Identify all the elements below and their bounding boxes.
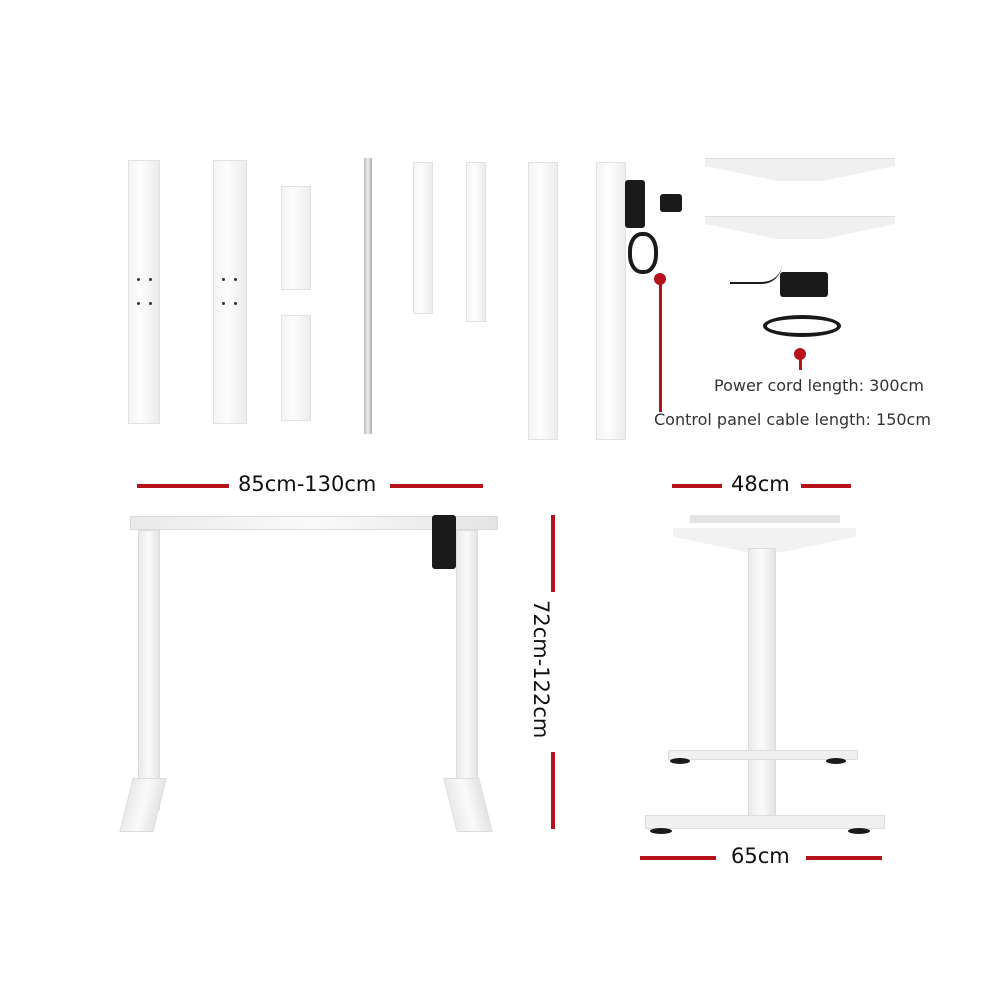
foot-base-2 [213,160,247,424]
depth-base-dim-line-left [640,856,716,860]
left-foot [119,778,167,832]
column [748,548,776,820]
top-bracket-2 [705,216,895,239]
motor-leg-column [596,162,626,440]
control-box-icon [780,272,828,297]
width-dim-line-left [137,484,229,488]
foot-pad-icon [848,828,870,834]
power-cord-callout-line [799,356,802,370]
top-rail [130,516,498,530]
hole [149,302,152,305]
hole [234,278,237,281]
motor-icon [432,515,456,569]
hex-rod [364,158,372,434]
hole [149,278,152,281]
leg-column [528,162,558,440]
control-cable-callout-dot [654,273,666,285]
height-dim-line-bottom [551,752,555,829]
depth-base-dimension: 65cm [731,844,790,868]
hole [222,278,225,281]
hole [234,302,237,305]
power-cord-icon [763,315,841,337]
power-cord-callout-dot [794,348,806,360]
top-plate [673,528,856,552]
connector-icon [660,194,682,212]
depth-top-dimension: 48cm [731,472,790,496]
cable-coil-icon [628,232,658,274]
control-box-cable [730,262,782,284]
right-foot [443,778,493,832]
top-bracket-1 [705,158,895,181]
crossbar-1 [413,162,433,314]
power-cord-label: Power cord length: 300cm [714,376,924,395]
crossbar-2 [466,162,486,322]
control-cable-callout-line [659,282,662,412]
depth-base-dim-line-right [806,856,882,860]
hole [137,278,140,281]
height-dim-line-top [551,515,555,592]
width-dim-line-right [390,484,483,488]
rear-foot [668,750,858,760]
width-dimension: 85cm-130cm [238,472,377,496]
depth-top-dim-line-right [801,484,851,488]
hole [137,302,140,305]
foot-base-1 [128,160,160,424]
foot-pad-icon [650,828,672,834]
top-plate-rail [690,515,840,523]
hole [222,302,225,305]
front-foot [645,815,885,829]
side-bracket-top [281,186,311,290]
motor-icon [625,180,645,228]
foot-pad-icon [826,758,846,764]
right-leg [456,530,478,810]
height-dimension: 72cm-122cm [529,600,553,739]
foot-pad-icon [670,758,690,764]
depth-top-dim-line-left [672,484,722,488]
control-cable-label: Control panel cable length: 150cm [654,410,931,429]
left-leg [138,530,160,810]
side-bracket-bottom [281,315,311,421]
